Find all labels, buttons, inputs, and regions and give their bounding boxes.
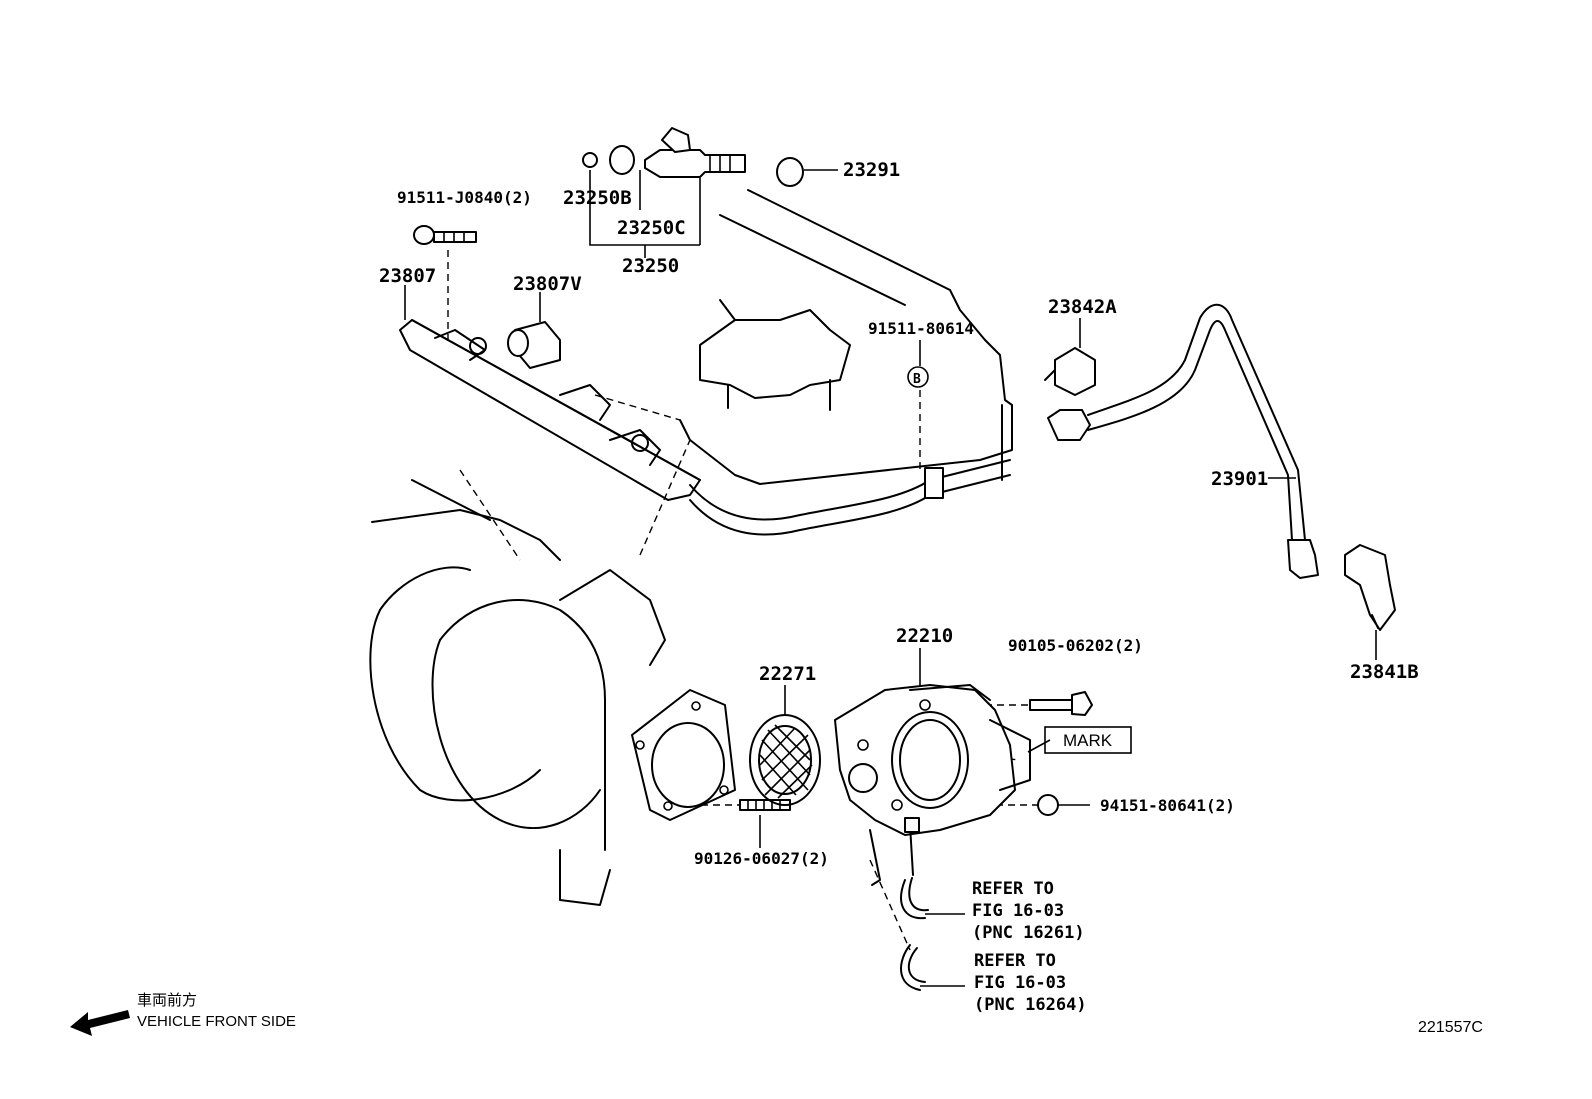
label-90105-06202: 90105-06202(2) (1008, 636, 1143, 655)
label-23901: 23901 (1211, 468, 1268, 490)
label-23841b: 23841B (1350, 661, 1419, 683)
part-labels: 91511-J0840(2) 23250B 23250C 23250 23291… (379, 159, 1419, 1015)
clip-23841b (1344, 544, 1396, 631)
label-23250b: 23250B (563, 187, 632, 209)
throttle-gasket (749, 714, 821, 806)
insulator-23291 (776, 157, 804, 187)
label-23250: 23250 (622, 255, 679, 277)
label-22210: 22210 (896, 625, 953, 647)
label-91511-j0840: 91511-J0840(2) (397, 188, 532, 207)
intake-flange (631, 689, 736, 821)
label-23291: 23291 (843, 159, 900, 181)
label-23807: 23807 (379, 265, 436, 287)
clamp-23842a (1044, 347, 1096, 396)
spacer-23807v (507, 321, 561, 369)
fuel-hose-23901 (1047, 303, 1319, 579)
throttle-body (834, 684, 1031, 886)
label-90126-06027: 90126-06027(2) (694, 849, 829, 868)
refer1-line1: REFER TO (972, 879, 1054, 899)
refer2-line3: (PNC 16264) (974, 995, 1087, 1015)
front-label-en: VEHICLE FRONT SIDE (137, 1013, 296, 1030)
label-94151-80641: 94151-80641(2) (1100, 796, 1235, 815)
fuel-rail (399, 319, 1011, 536)
leader-lines (404, 169, 1377, 848)
label-23250c: 23250C (617, 217, 686, 239)
label-91511-80614: 91511-80614 (868, 319, 974, 338)
refer1-line3: (PNC 16261) (972, 923, 1085, 943)
label-23842a: 23842A (1048, 296, 1117, 318)
vacuum-hoses (900, 877, 965, 991)
figure-code: 221557C (1418, 1019, 1483, 1036)
marker-b-circle (907, 366, 929, 388)
arrow-left-icon (70, 1010, 130, 1036)
front-label-jp: 車両前方 (137, 992, 197, 1009)
label-23807v: 23807V (513, 273, 582, 295)
label-22271: 22271 (759, 663, 816, 685)
engine-cover (679, 189, 1013, 485)
intake-manifold (369, 479, 666, 906)
bolt-91511-j0840 (413, 225, 477, 245)
marker-b: B (913, 372, 921, 387)
mark-label: MARK (1063, 731, 1113, 750)
refer2-line1: REFER TO (974, 951, 1056, 971)
refer2-line2: FIG 16-03 (974, 973, 1066, 993)
fuel-injector (582, 127, 746, 178)
bolt-90105 (1029, 691, 1093, 716)
vehicle-front-indicator: 車両前方 VEHICLE FRONT SIDE (70, 992, 296, 1036)
refer1-line2: FIG 16-03 (972, 901, 1064, 921)
nut-94151 (1037, 794, 1059, 816)
